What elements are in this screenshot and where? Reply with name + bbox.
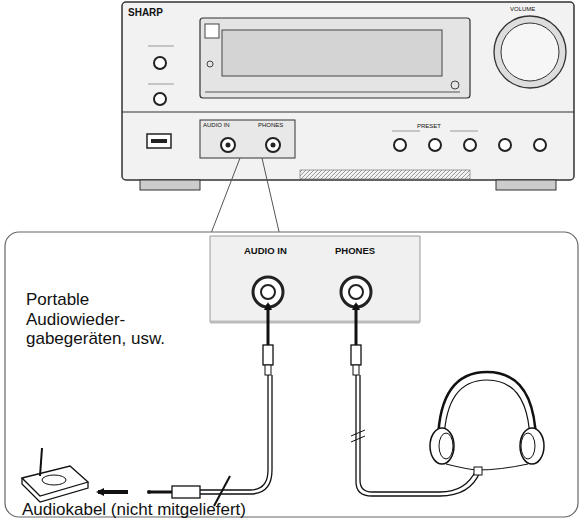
- device-caption: Portable Audiowieder- gabegeräten, usw.: [26, 290, 176, 349]
- cable-caption: Audiokabel (nicht mitgeliefert): [22, 500, 246, 520]
- jack-label: AUDIO IN: [203, 122, 230, 129]
- jack-label: PHONES: [258, 122, 283, 129]
- knob-label: VOLUME: [510, 6, 535, 13]
- jack-label: PHONES: [335, 246, 375, 257]
- brand-name: SHARP: [128, 7, 163, 19]
- jack-label: AUDIO IN: [244, 246, 287, 257]
- button-label: PRESET: [417, 123, 441, 130]
